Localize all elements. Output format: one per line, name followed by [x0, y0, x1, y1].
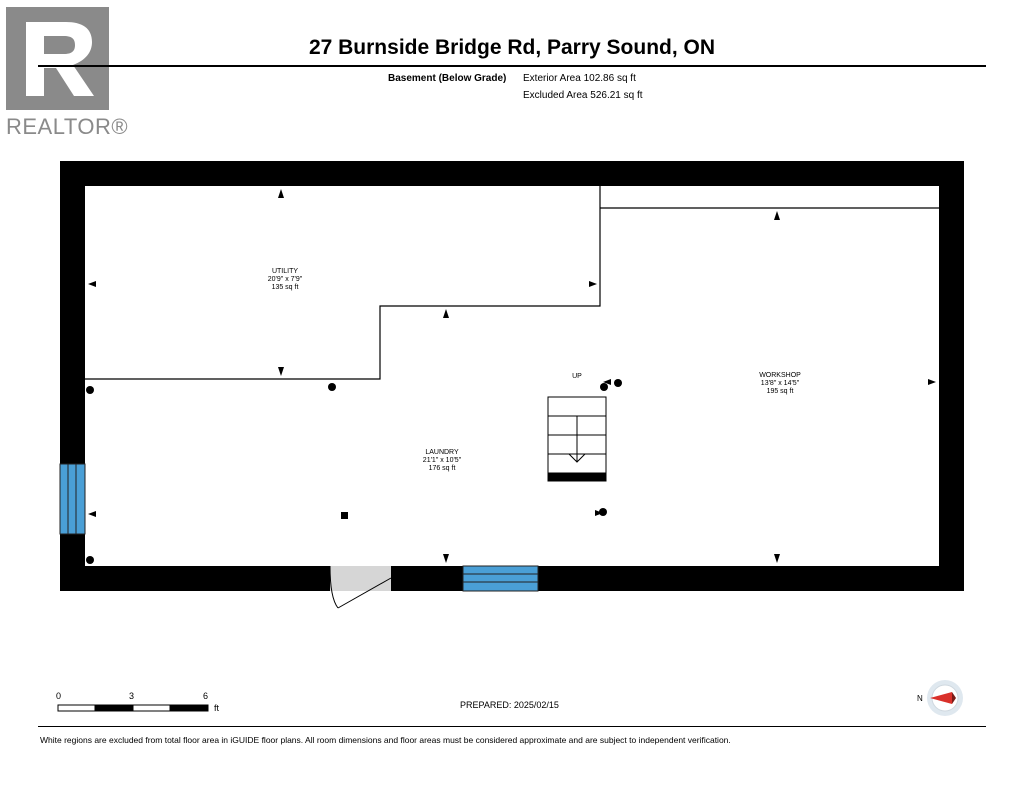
level-name: Basement (Below Grade) — [388, 73, 507, 84]
excluded-area: Excluded Area 526.21 sq ft — [523, 90, 643, 101]
room-label-laundry: LAUNDRY 21'1" x 10'5" 176 sq ft — [392, 449, 492, 473]
interior-partitions — [85, 186, 939, 380]
north-arrow-icon — [927, 680, 963, 716]
room-dimensions: 20'9" x 7'9" — [267, 276, 303, 283]
title-divider — [38, 65, 986, 67]
exterior-walls — [60, 161, 964, 591]
window-left — [59, 463, 86, 535]
realtor-r-logo-icon — [6, 7, 109, 110]
fixture-points — [86, 379, 622, 564]
scale-tick-6: 6 — [203, 691, 209, 701]
entry-door — [329, 565, 392, 609]
room-area: 195 sq ft — [766, 388, 794, 395]
scale-bar — [57, 704, 209, 712]
compass-label: N — [917, 694, 923, 703]
room-name: WORKSHOP — [759, 372, 801, 379]
room-label-utility: UTILITY 20'9" x 7'9" 135 sq ft — [235, 268, 335, 292]
prepared-date: PREPARED: 2025/02/15 — [460, 700, 559, 710]
room-dimensions: 21'1" x 10'5" — [422, 457, 462, 464]
realtor-logo — [6, 7, 109, 110]
window-bottom — [462, 565, 539, 592]
exterior-area: Exterior Area 102.86 sq ft — [523, 73, 636, 84]
room-name: LAUNDRY — [425, 449, 459, 456]
realtor-wordmark: REALTOR® — [6, 114, 129, 139]
room-dimensions: 13'8" x 14'5" — [760, 380, 800, 387]
room-area: 176 sq ft — [428, 465, 456, 472]
footer-divider — [38, 726, 986, 727]
room-name: UTILITY — [271, 268, 299, 275]
room-area: 135 sq ft — [271, 284, 299, 291]
scale-tick-0: 0 — [56, 691, 62, 701]
dimension-markers — [88, 189, 936, 563]
scale-tick-3: 3 — [129, 691, 135, 701]
disclaimer-text: White regions are excluded from total fl… — [40, 735, 731, 745]
staircase — [547, 396, 607, 482]
scale-unit: ft — [214, 703, 220, 713]
room-label-workshop: WORKSHOP 13'8" x 14'5" 195 sq ft — [730, 372, 830, 396]
stairs-label: UP — [572, 373, 582, 380]
property-address-title: 27 Burnside Bridge Rd, Parry Sound, ON — [308, 36, 716, 59]
